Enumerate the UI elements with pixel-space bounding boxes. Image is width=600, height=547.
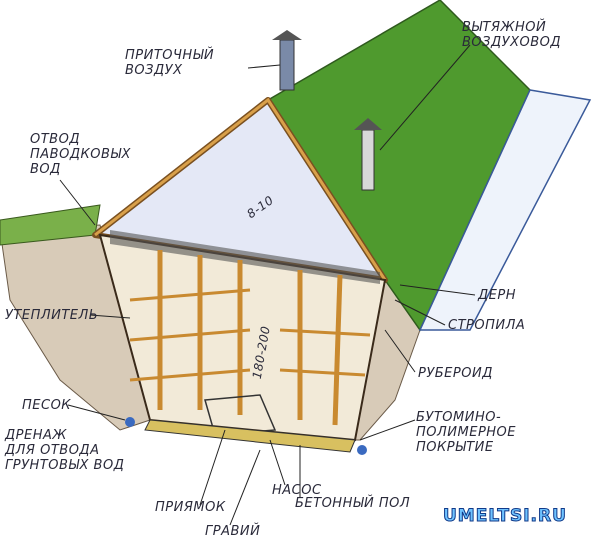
label-line: ГРУНТОВЫХ ВОД — [5, 458, 125, 473]
label-line: ДРЕНАЖ — [5, 428, 67, 443]
supply-vent-pipe — [279, 39, 295, 91]
label-line: ПОКРЫТИЕ — [416, 440, 494, 455]
label-line: ВОД — [30, 162, 61, 177]
exhaust-vent-pipe — [361, 129, 375, 191]
rafters — [94, 97, 387, 281]
label-turf: ДЕРН — [478, 288, 516, 303]
label-sump: ПРИЯМОК — [155, 500, 226, 515]
sump-grate — [204, 394, 277, 436]
leader-lines — [59, 44, 476, 526]
shelving — [129, 250, 371, 426]
ceiling-beam — [110, 230, 380, 284]
roof-edge — [418, 89, 592, 331]
label-pump: НАСОС — [272, 483, 322, 498]
label-gravel: ГРАВИЙ — [205, 524, 261, 539]
drain-pipe-right — [357, 445, 367, 455]
label-line: БУТОМИНО- — [416, 410, 502, 425]
supply-vent-cap — [272, 30, 302, 40]
label-concrete-floor: БЕТОННЫЙ ПОЛ — [295, 496, 411, 511]
label-line: ОТВОД — [30, 132, 80, 147]
drain-pipe-left — [125, 417, 135, 427]
label-line: ВЫТЯЖНОЙ — [462, 20, 547, 35]
label-line: ПРИТОЧНЫЙ — [125, 48, 215, 63]
label-line: ПАВОДКОВЫХ — [30, 147, 131, 162]
concrete-floor — [144, 419, 356, 453]
label-line: ВОЗДУХОВОД — [462, 35, 562, 50]
label-line: ПОЛИМЕРНОЕ — [416, 425, 516, 440]
label-roofing-felt: РУБЕРОИД — [418, 366, 493, 381]
label-rafters: СТРОПИЛА — [448, 318, 526, 333]
label-insulation: УТЕПЛИТЕЛЬ — [5, 308, 99, 323]
label-sand: ПЕСОК — [22, 398, 72, 413]
exhaust-vent-cap — [354, 118, 382, 130]
label-line: ВОЗДУХ — [125, 63, 183, 78]
label-line: ДЛЯ ОТВОДА — [5, 443, 100, 458]
watermark: UMELTSI.RU — [443, 506, 567, 527]
